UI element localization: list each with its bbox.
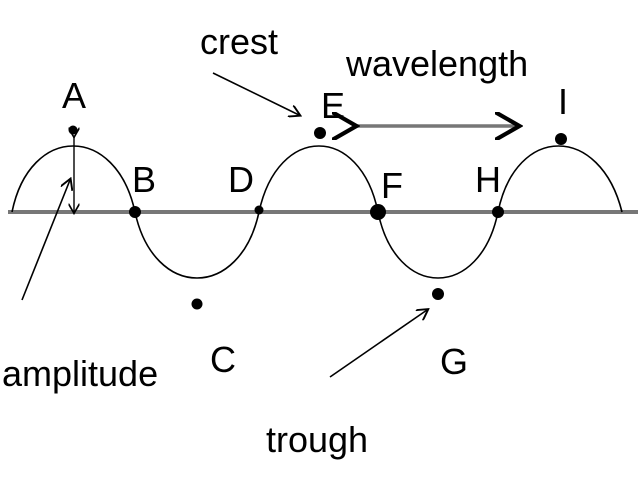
point-label-h: H (475, 159, 501, 200)
amplitude-label: amplitude (2, 353, 158, 394)
trough-pointer-arrow (329, 310, 427, 378)
point-label-f: F (381, 165, 403, 206)
crest-label: crest (200, 21, 278, 62)
point-d-marker (254, 205, 264, 215)
point-label-b: B (132, 159, 156, 200)
point-a-marker (68, 125, 78, 135)
point-f-marker (370, 204, 386, 220)
point-e-marker (314, 127, 326, 139)
point-g-marker (432, 288, 444, 300)
point-label-i: I (558, 81, 568, 122)
point-i-marker (555, 133, 567, 145)
crest-pointer-arrow (212, 72, 299, 115)
amplitude-pointer-arrow (21, 180, 70, 301)
point-label-g: G (440, 341, 468, 382)
point-label-e: E (321, 85, 345, 126)
wavelength-label: wavelength (345, 43, 528, 84)
point-h-marker (492, 206, 504, 218)
point-label-d: D (228, 159, 254, 200)
point-c-marker (191, 298, 203, 310)
point-b-marker (129, 206, 141, 218)
point-label-c: C (210, 339, 236, 380)
point-label-a: A (62, 75, 86, 116)
wave-curve (11, 145, 623, 279)
trough-label: trough (266, 419, 368, 460)
